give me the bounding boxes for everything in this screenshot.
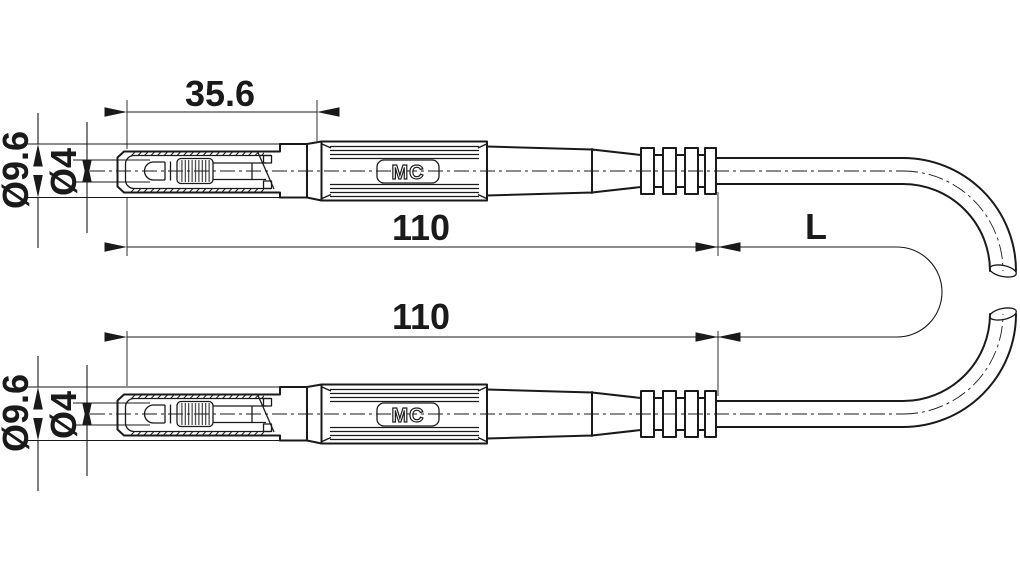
strain-relief-bellows: [640, 390, 717, 438]
cable-straight: [715, 400, 904, 428]
free-length-dim-line: [695, 242, 943, 342]
lead-length-bottom-label: 110: [392, 296, 450, 337]
cable-bend-bottom-centerline: [902, 313, 1004, 415]
bore-hatch-top: [131, 395, 264, 399]
contact-tail-lines: [213, 152, 275, 190]
contact-knurl-hatch: [179, 403, 211, 425]
pin-diameter-label: Ø4: [43, 148, 84, 196]
rear-sleeve: [486, 388, 642, 440]
cable-bend-top-centerline: [902, 170, 1004, 272]
outer-diameter-label: Ø9.6: [0, 374, 36, 452]
cable-bend-top: [902, 157, 1017, 272]
grip-body: [320, 140, 488, 202]
bore-step-top: [262, 154, 273, 164]
plug-view-bottom: Ø9.6 Ø4 MC: [0, 356, 904, 491]
contact-bullet: [143, 161, 172, 181]
contact-tail-lines: [213, 395, 275, 433]
free-length-label: L: [805, 206, 827, 247]
strain-relief-bellows: [640, 147, 717, 195]
lead-length-top-label: 110: [392, 207, 450, 248]
outer-diameter-extension-lines: [26, 386, 280, 441]
cable-straight: [715, 157, 904, 185]
outer-diameter-extension-lines: [26, 143, 280, 198]
cable-cut-end-top: [989, 264, 1017, 278]
grip-body: [320, 383, 488, 445]
cable-bend-bottom: [902, 313, 1017, 428]
pin-diameter-label: Ø4: [43, 391, 84, 439]
brand-logo-text: MC: [391, 162, 424, 184]
brand-panel: [376, 159, 440, 184]
plug-bore-outline: [124, 154, 271, 190]
plug-bore-outline: [124, 397, 271, 433]
outer-diameter-label: Ø9.6: [0, 131, 36, 209]
bore-hatch-top: [131, 152, 264, 156]
plug-barrel-outline: [279, 140, 323, 202]
plug-length-extension-lines: [126, 100, 719, 256]
grip-ribs: [321, 143, 487, 200]
plug-barrel-outline: [279, 383, 323, 445]
lead-length-bottom-extension-lines: [126, 331, 719, 396]
rear-sleeve: [486, 145, 642, 197]
contact-knurl-outline: [176, 400, 214, 428]
bore-hatch-bottom: [131, 431, 264, 436]
contact-knurl-outline: [176, 157, 214, 185]
brand-panel: [376, 402, 440, 427]
plug-length-label: 35.6: [185, 73, 255, 114]
contact-bullet: [143, 404, 172, 424]
cable-cut-end-bottom: [989, 307, 1017, 321]
plug-view-top: Ø9.6 Ø4 MC: [0, 113, 904, 248]
bore-step-top: [262, 397, 273, 407]
bore-hatch-bottom: [131, 188, 264, 193]
brand-logo-text: MC: [391, 405, 424, 427]
grip-ribs: [321, 386, 487, 443]
contact-knurl-hatch: [179, 160, 211, 182]
